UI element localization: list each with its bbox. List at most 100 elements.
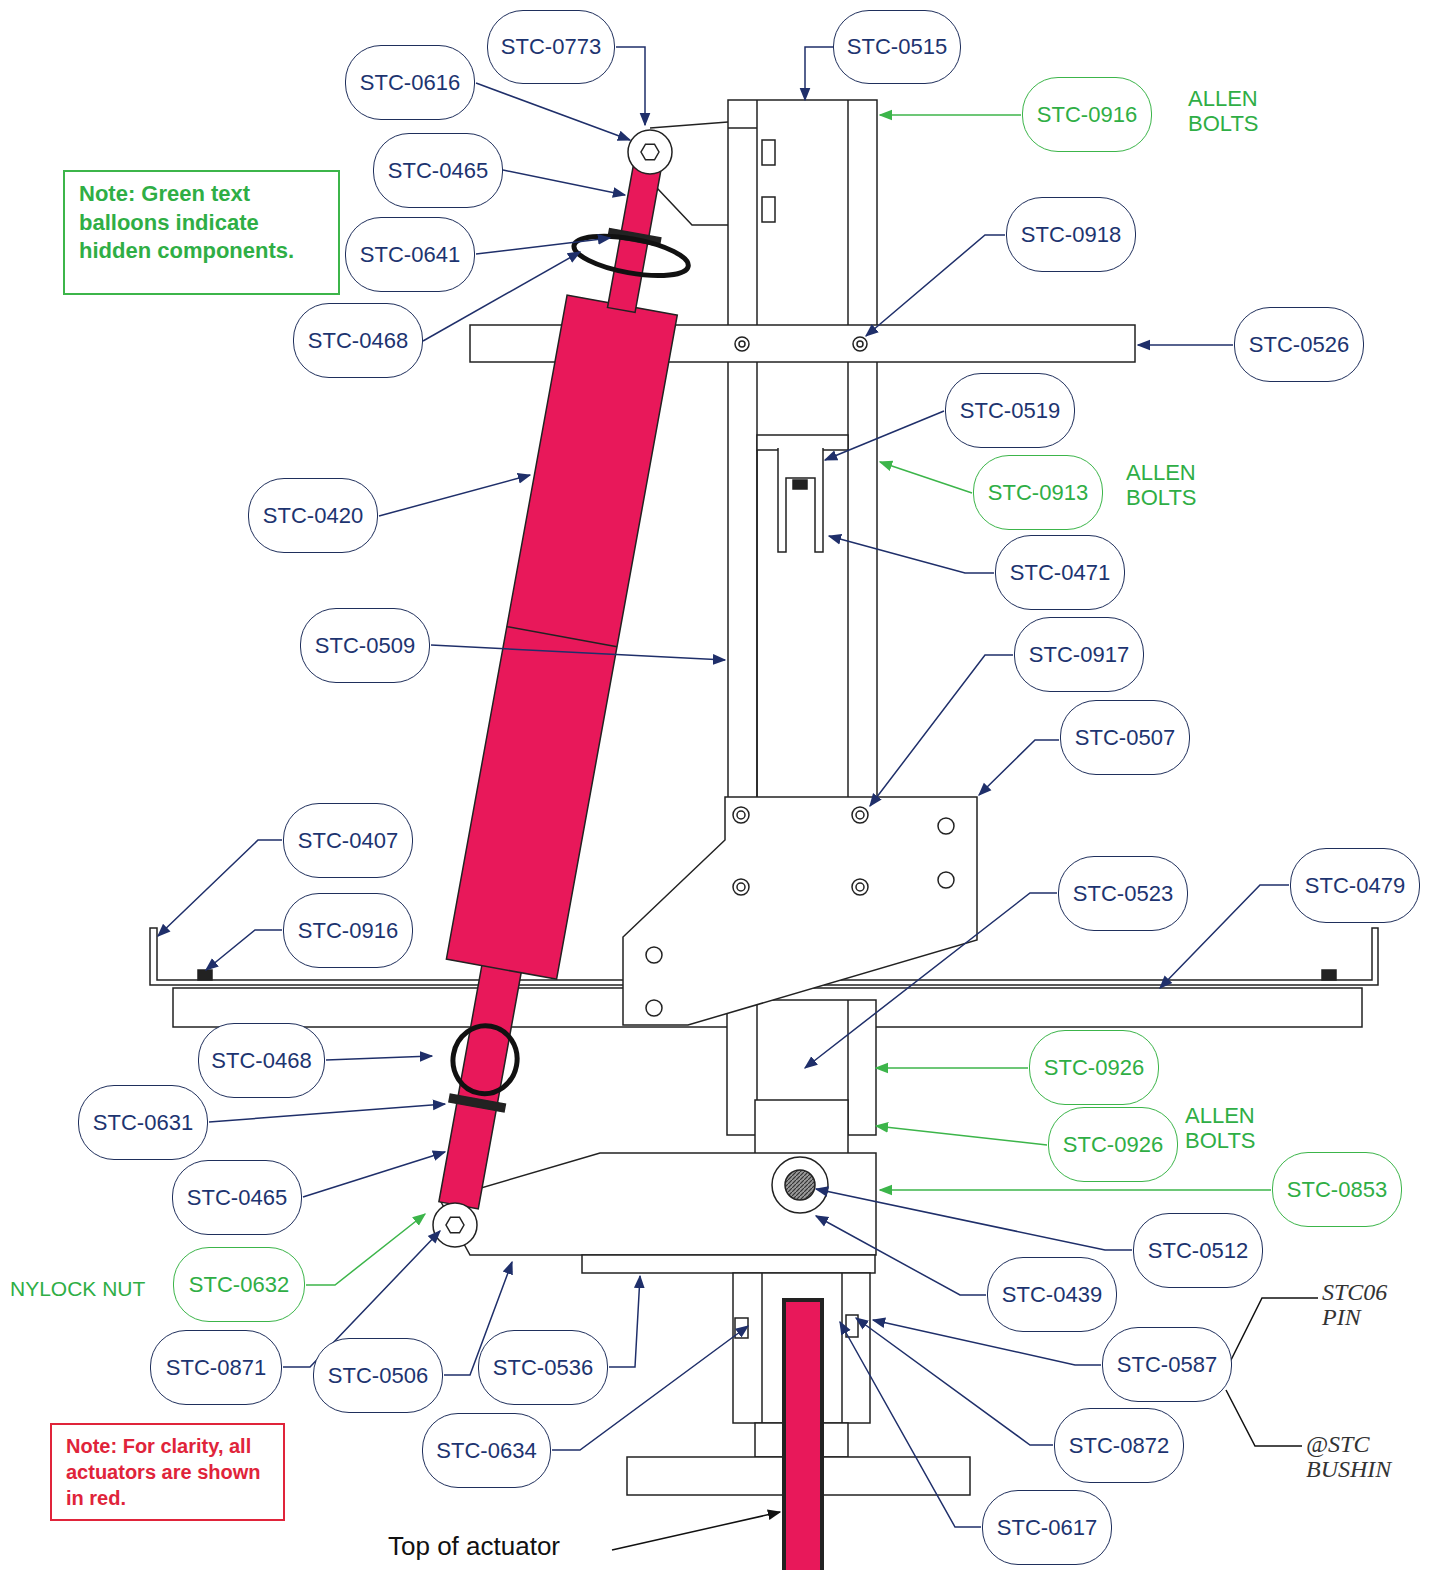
hidden-part-balloon: STC-0926 <box>1048 1107 1178 1182</box>
part-balloon: STC-0439 <box>987 1257 1117 1332</box>
drawing-shape <box>158 840 282 936</box>
part-balloon: STC-0512 <box>1133 1213 1263 1288</box>
drawing-shape <box>856 1318 1053 1445</box>
callout-number: STC-0471 <box>1010 560 1110 586</box>
callout-number: STC-0641 <box>360 242 460 268</box>
callout-number: STC-0587 <box>1117 1352 1217 1378</box>
drawing-shape <box>857 341 863 347</box>
drawing-shape <box>650 122 728 128</box>
part-balloon: STC-0917 <box>1014 617 1144 692</box>
drawing-shape <box>646 1000 662 1016</box>
callout-number: STC-0872 <box>1069 1433 1169 1459</box>
part-balloon: STC-0507 <box>1060 700 1190 775</box>
drawing-shape <box>778 448 823 552</box>
drawing-shape <box>756 450 758 800</box>
drawing-shape <box>856 811 864 819</box>
callout-number: STC-0853 <box>1287 1177 1387 1203</box>
callout-number: STC-0632 <box>189 1272 289 1298</box>
note-text: Note: For clarity, all actuators are sho… <box>66 1433 269 1511</box>
drawing-shape <box>612 1512 780 1550</box>
callout-number: STC-0468 <box>211 1048 311 1074</box>
hand-annotations <box>612 1298 1318 1550</box>
drawing-shape <box>816 1189 1132 1250</box>
part-balloon: STC-0468 <box>293 303 423 378</box>
callout-number: STC-0617 <box>997 1515 1097 1541</box>
part-balloon: STC-0519 <box>945 373 1075 448</box>
drawing-shape <box>623 797 977 1025</box>
drawing-shape <box>979 740 1059 795</box>
drawing-shape <box>737 883 745 891</box>
drawing-shape <box>876 1126 1047 1145</box>
callout-number: STC-0773 <box>501 34 601 60</box>
part-balloon: STC-0506 <box>313 1338 443 1413</box>
part-balloon: STC-0465 <box>373 133 503 208</box>
drawing-shape <box>852 879 868 895</box>
handwritten-note: STC06 PIN <box>1322 1280 1422 1330</box>
drawing-shape <box>793 480 807 489</box>
drawing-shape <box>739 341 745 347</box>
callout-number: STC-0916 <box>298 918 398 944</box>
drawing-shape <box>737 811 745 819</box>
drawing-shape <box>447 1021 522 1099</box>
callout-number: STC-0526 <box>1249 332 1349 358</box>
drawing-shape <box>402 157 705 1216</box>
callout-number: STC-0509 <box>315 633 415 659</box>
drawing-shape <box>876 1067 1028 1069</box>
drawing-shape <box>507 627 617 647</box>
callout-number: STC-0523 <box>1073 881 1173 907</box>
drawing-shape <box>431 645 725 660</box>
drawing-shape <box>784 1300 822 1570</box>
drawing-shape <box>198 970 212 980</box>
drawing-shape <box>762 197 775 222</box>
part-note: NYLOCK NUT <box>10 1277 170 1301</box>
part-balloon: STC-0616 <box>345 45 475 120</box>
drawing-shape <box>326 1056 432 1060</box>
drawing-shape <box>306 1214 425 1285</box>
part-balloon: STC-0773 <box>487 10 615 84</box>
drawing-shape <box>646 807 954 1016</box>
part-balloon: STC-0631 <box>78 1085 208 1160</box>
note-text: Note: Green text balloons indicate hidde… <box>79 180 324 266</box>
drawing-shape <box>756 100 758 800</box>
callout-number: STC-0631 <box>93 1110 193 1136</box>
part-balloon: STC-0872 <box>1054 1408 1184 1483</box>
part-balloon: STC-0634 <box>422 1413 551 1488</box>
drawing-shape <box>938 872 954 888</box>
callout-number: STC-0871 <box>166 1355 266 1381</box>
drawing-shape <box>609 1276 640 1367</box>
handwritten-note: @STC BUSHIN <box>1306 1432 1416 1482</box>
drawing-shape <box>439 951 524 1209</box>
part-balloon: STC-0465 <box>172 1160 302 1235</box>
drawing-shape <box>866 235 1005 336</box>
actuator <box>402 130 822 1570</box>
callout-number: STC-0515 <box>847 34 947 60</box>
part-balloon: STC-0420 <box>248 478 378 553</box>
drawing-shape <box>853 337 867 351</box>
callout-number: STC-0506 <box>328 1363 428 1389</box>
callout-number: STC-0439 <box>1002 1282 1102 1308</box>
part-balloon: STC-0641 <box>345 217 475 292</box>
drawing-shape <box>841 1273 843 1423</box>
callout-number: STC-0465 <box>388 158 488 184</box>
part-balloon: STC-0587 <box>1102 1327 1232 1402</box>
drawing-shape <box>628 130 672 174</box>
drawing-shape <box>1230 1298 1318 1362</box>
hidden-part-balloon: STC-0853 <box>1272 1152 1402 1227</box>
drawing-shape <box>571 229 691 283</box>
drawing-shape <box>761 1273 763 1423</box>
drawing-shape <box>476 83 630 140</box>
drawing-shape <box>582 1255 875 1273</box>
drawing-shape <box>880 1189 1271 1191</box>
callout-number: STC-0479 <box>1305 873 1405 899</box>
drawing-shape <box>840 1322 981 1527</box>
part-balloon: STC-0526 <box>1234 307 1364 382</box>
part-note: ALLEN BOLTS <box>1185 1103 1295 1154</box>
drawing-shape <box>446 295 677 979</box>
part-balloon: STC-0536 <box>478 1330 608 1405</box>
part-balloon: STC-0407 <box>283 803 413 878</box>
part-balloon: STC-0916 <box>283 893 413 968</box>
drawing-shape <box>762 140 775 165</box>
drawing-shape <box>728 100 877 800</box>
callout-number: STC-0616 <box>360 70 460 96</box>
